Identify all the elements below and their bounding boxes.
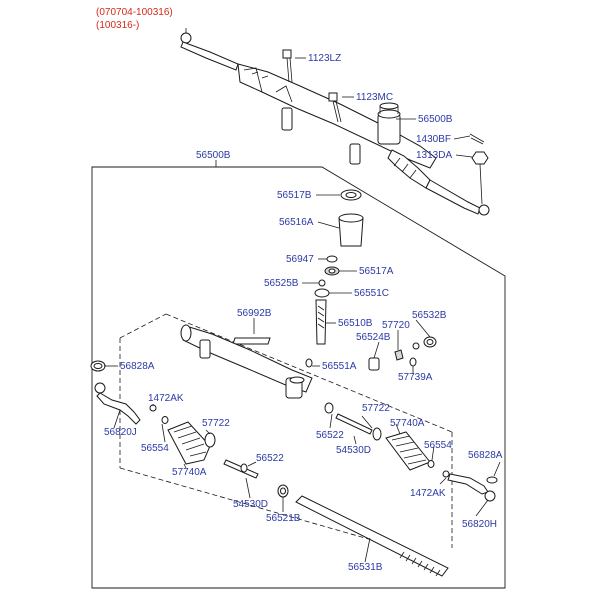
boot-56828A-right [486,476,498,484]
label-57740A-right: 57740A [390,418,425,429]
circlip-56551C [314,288,330,298]
label-1123MC: 1123MC [356,92,393,103]
tie-rod-end-56820J [96,392,141,425]
date-range-2: (100316-) [96,20,139,31]
label-56500B-top: 56500B [418,114,453,125]
label-57722-right: 57722 [362,403,390,414]
label-1472AK-right: 1472AK [410,488,446,499]
right-tie-rod-ball-joint [478,204,490,216]
label-56525B: 56525B [264,278,299,289]
label-57722-left: 57722 [202,418,230,429]
label-57740A-left: 57740A [172,467,207,478]
bolt-1123LZ [282,49,293,83]
rack-housing [237,63,437,169]
right-side-parts [324,402,498,502]
label-56554-right: 56554 [424,440,452,451]
band-57722-right [372,427,382,441]
date-range-1: (070704-100316) [96,7,173,18]
label-56992B: 56992B [237,308,272,319]
label-1430BF: 1430BF [416,134,451,145]
label-57739A: 57739A [398,372,433,383]
label-56828A-right: 56828A [468,450,503,461]
label-56522-left: 56522 [256,453,284,464]
ring-56522-right [324,402,334,414]
left-tie-rod-ball-joint [180,32,192,44]
cotter-pin-1430BF [469,133,485,145]
label-56947: 56947 [286,254,314,265]
bolt-1123MC [328,92,342,123]
pinion-shaft-56510B [315,299,327,345]
clamp-1472AK-right [442,470,450,478]
label-1123LZ: 1123LZ [308,53,341,64]
ring-56947 [326,255,338,263]
label-56516A: 56516A [279,217,314,228]
ball-56820H [484,490,496,502]
nut-56554-left [161,416,169,424]
label-54530D-left: 54530D [233,499,268,510]
steering-gear-assembly-illustration [180,28,490,216]
label-56828A-left: 56828A [120,361,155,372]
label-56521B: 56521B [266,513,301,524]
part-56992B [232,337,271,345]
label-56820J: 56820J [104,427,137,438]
label-1313DA: 1313DA [416,150,452,161]
label-56531B: 56531B [348,562,383,573]
tie-rod-end-56820H [447,473,489,495]
ring-56551A [305,358,313,368]
mount-bracket-left [281,107,293,131]
left-side-parts [90,360,289,498]
label-56551A: 56551A [322,361,357,372]
label-54530D-right: 54530D [336,445,371,456]
label-56524B: 56524B [356,332,391,343]
left-tie-rod [180,41,239,71]
boot-57740A-right [385,431,431,471]
nut-1313DA [471,151,489,205]
label-56554-left: 56554 [141,443,169,454]
ball-56820J [94,382,106,394]
right-tie-rod [425,179,481,215]
rack-housing-exploded [180,324,313,399]
label-56517A: 56517A [359,266,394,277]
exploded-view-frame [91,166,506,589]
yoke-56524B [368,357,380,371]
label-57720: 57720 [382,320,410,331]
adjuster-parts [368,336,437,371]
label-56500B-box: 56500B [196,150,231,161]
label-56551C: 56551C [354,288,389,299]
label-1472AK-left: 1472AK [148,393,184,404]
inner-tie-rod-54530D-right [335,413,373,435]
mount-bracket-right [349,143,361,165]
yoke-57720 [394,349,404,361]
label-56522-right: 56522 [316,430,344,441]
band-57722-left [204,432,216,448]
nut-56554-right [427,460,435,468]
pinion-parts [232,189,364,368]
label-56820H: 56820H [462,519,497,530]
ring-56525B [318,279,326,287]
label-56510B: 56510B [338,318,373,329]
label-56517B: 56517B [277,190,312,201]
label-56532B: 56532B [412,310,447,321]
ring-57739A [409,357,417,367]
rack-bar-56531B [295,495,449,577]
ring-56522-left [240,463,248,473]
